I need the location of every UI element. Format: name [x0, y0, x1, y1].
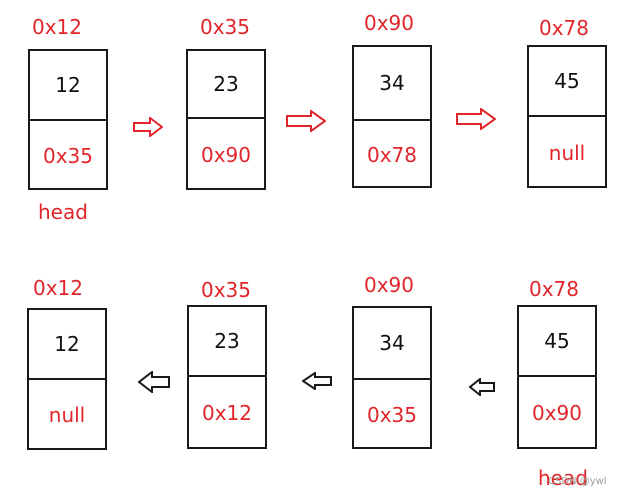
- node-next-pointer: 0x35: [30, 119, 106, 190]
- node-value: 12: [54, 332, 80, 356]
- head-label-top: head: [38, 200, 88, 224]
- left-arrow-icon: [302, 372, 332, 390]
- node-value: 23: [214, 329, 240, 353]
- node-next-pointer: null: [529, 115, 605, 188]
- right-arrow-icon: [286, 110, 326, 132]
- node-next-pointer: 0x35: [354, 378, 430, 449]
- node-value: 34: [379, 331, 405, 355]
- node-value: 45: [554, 69, 580, 93]
- node-address: 0x90: [364, 11, 415, 35]
- node-value: 34: [379, 71, 405, 95]
- node-box: 45 0x90: [517, 305, 597, 449]
- node-value: 12: [55, 73, 81, 97]
- node-box: 23 0x12: [187, 305, 267, 449]
- node-next-pointer: 0x90: [188, 117, 264, 190]
- right-arrow-icon: [456, 108, 496, 130]
- node-address: 0x12: [33, 276, 84, 300]
- node-box: 12 null: [27, 308, 107, 450]
- node-box: 23 0x90: [186, 49, 266, 190]
- node-value: 45: [544, 329, 570, 353]
- left-arrow-icon: [138, 371, 170, 393]
- right-arrow-icon: [133, 117, 163, 137]
- node-next-pointer: null: [29, 378, 105, 450]
- node-box: 45 null: [527, 45, 607, 188]
- node-address: 0x35: [201, 278, 252, 302]
- node-next-pointer: 0x78: [354, 119, 430, 188]
- node-address: 0x12: [32, 15, 83, 39]
- node-box: 34 0x35: [352, 306, 432, 449]
- node-next-pointer: 0x90: [519, 375, 595, 449]
- bottom-node-2: 0x35 23 0x12: [187, 278, 267, 449]
- top-node-3: 0x90 34 0x78: [352, 11, 432, 188]
- top-node-4: 0x78 45 null: [527, 16, 607, 188]
- bottom-node-4: 0x78 45 0x90: [517, 277, 597, 449]
- top-node-1: 0x12 12 0x35: [28, 15, 108, 190]
- node-address: 0x78: [539, 16, 590, 40]
- node-value: 23: [213, 72, 239, 96]
- watermark: CSDN @ywl: [548, 476, 607, 487]
- bottom-node-3: 0x90 34 0x35: [352, 273, 432, 449]
- bottom-node-1: 0x12 12 null: [27, 276, 107, 450]
- top-node-2: 0x35 23 0x90: [186, 15, 266, 190]
- node-box: 12 0x35: [28, 49, 108, 190]
- node-address: 0x78: [529, 277, 580, 301]
- head-label-bottom: head: [538, 466, 588, 490]
- left-arrow-icon: [469, 378, 495, 396]
- node-box: 34 0x78: [352, 45, 432, 188]
- node-next-pointer: 0x12: [189, 375, 265, 449]
- node-address: 0x35: [200, 15, 251, 39]
- node-address: 0x90: [364, 273, 415, 297]
